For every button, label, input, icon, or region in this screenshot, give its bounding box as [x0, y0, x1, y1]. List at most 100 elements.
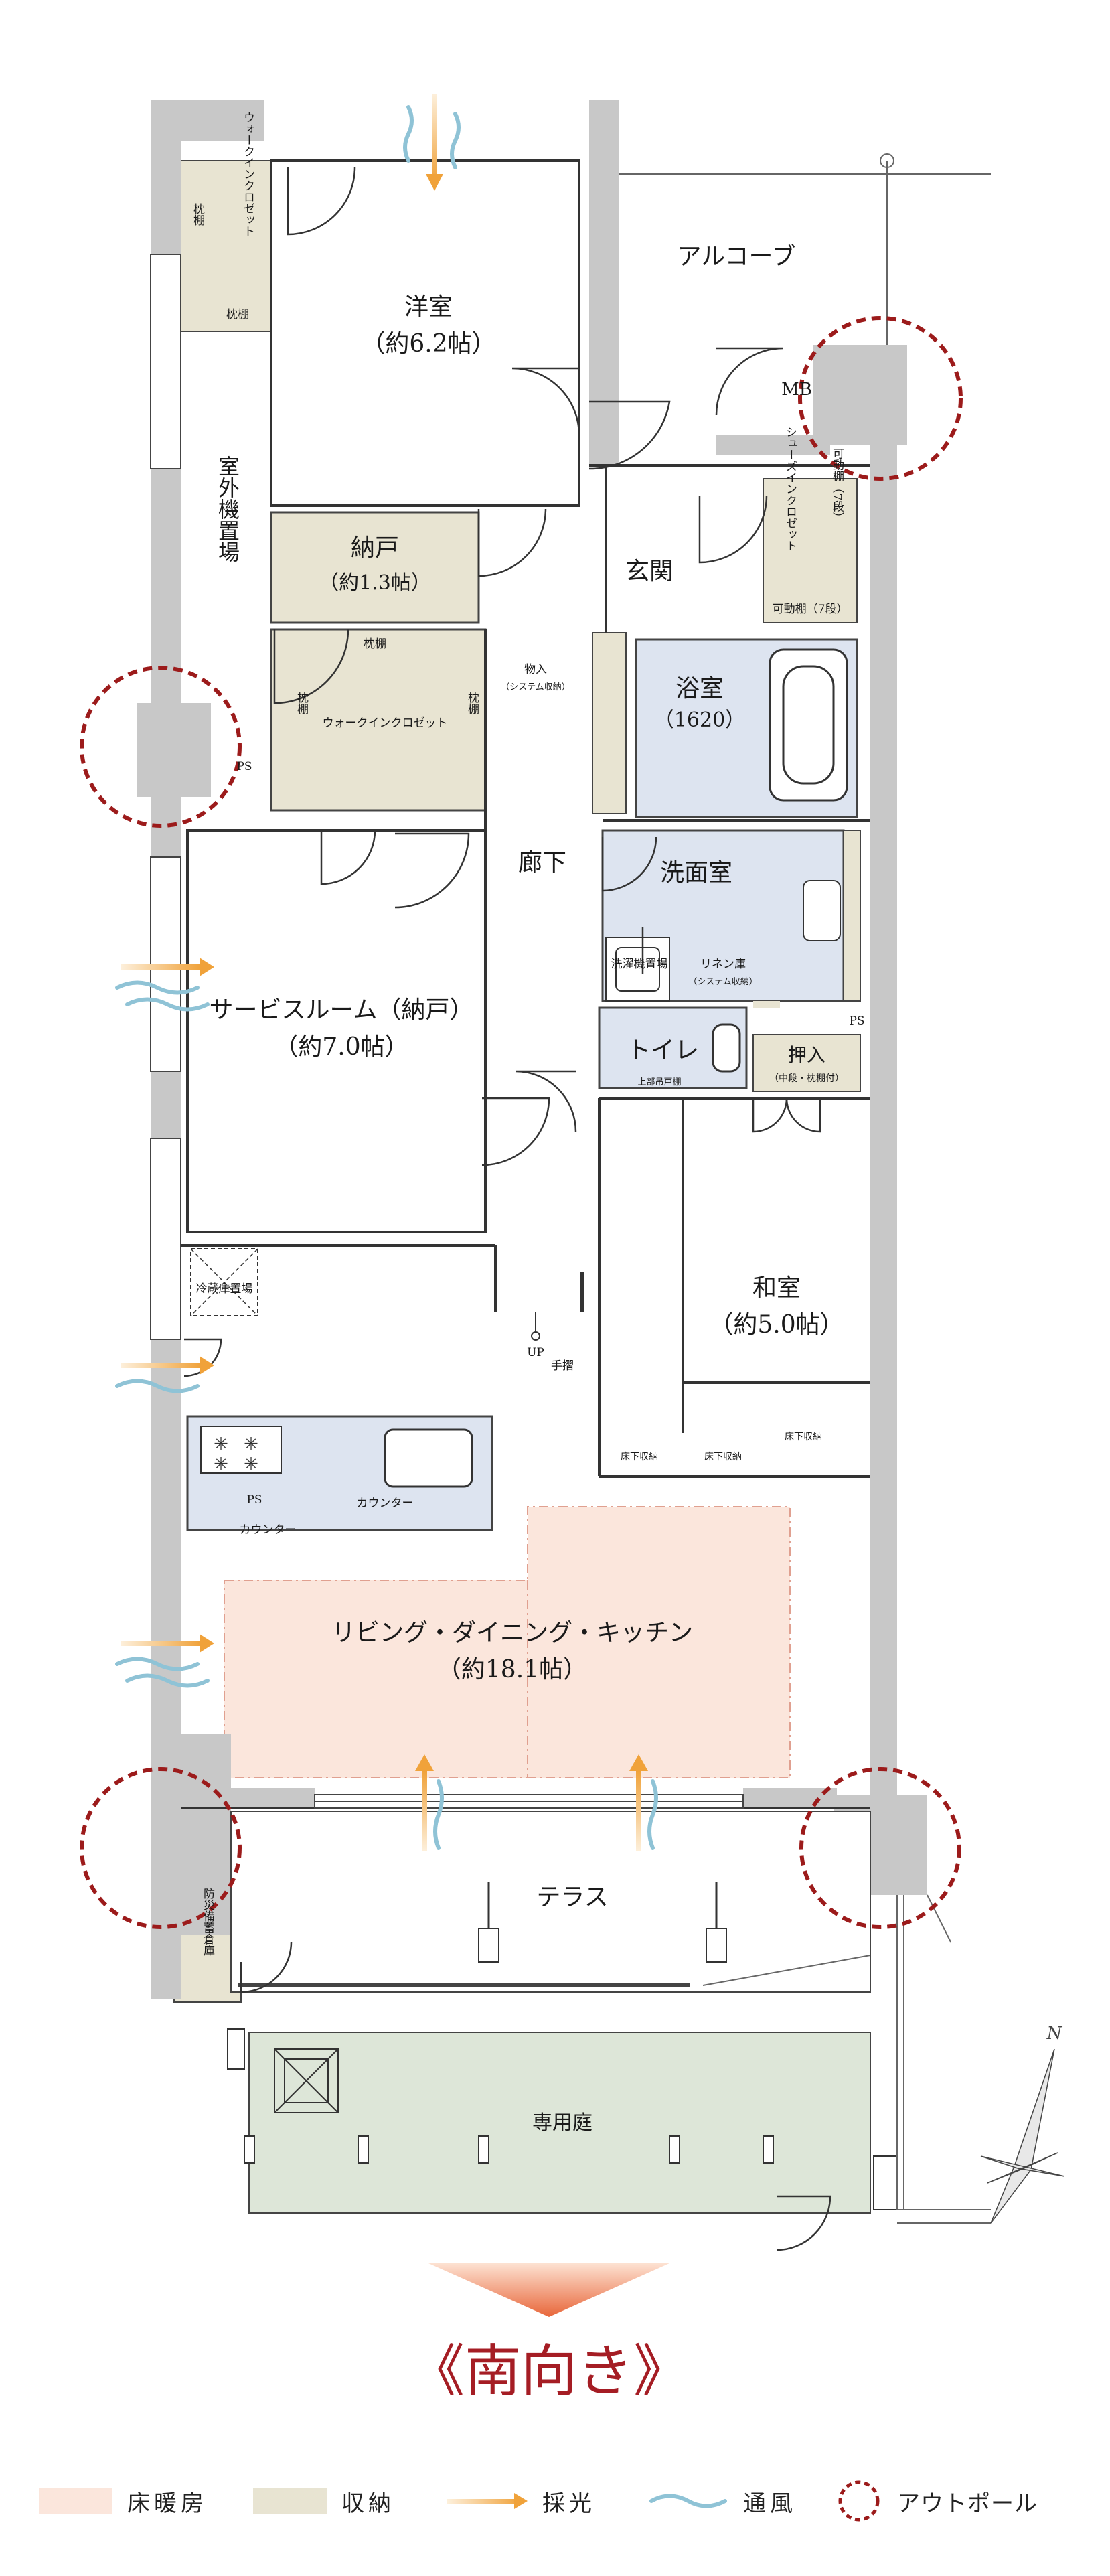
fridge-space	[190, 1248, 258, 1316]
legend-daylight: 採光	[447, 2488, 596, 2517]
label-alcove: アルコーブ	[678, 243, 796, 271]
label-bathroom-size: （1620）	[654, 708, 745, 732]
private-garden-area	[248, 2032, 871, 2214]
label-bathroom: 浴室	[676, 675, 724, 702]
label-shelf: 枕棚	[465, 692, 479, 715]
label-counter2: カウンター	[240, 1523, 297, 1537]
label-western-room: 洋室	[404, 293, 453, 321]
label-up: UP	[527, 1346, 544, 1359]
label-outdoor-unit: 室外機置場	[215, 455, 240, 562]
outpole-marker	[80, 666, 242, 828]
east-wall	[870, 442, 897, 1821]
shoes-closet-area	[763, 478, 858, 623]
stove	[200, 1426, 282, 1474]
label-entrance: 玄関	[625, 558, 673, 585]
label-japanese-room-size: （約5.0帖）	[709, 1311, 844, 1339]
label-linen-system: （システム収納）	[688, 977, 758, 987]
legend: 床暖房 収納 採光 通風 アウトポール	[32, 2474, 1077, 2528]
legend-ventilation-label: 通風	[743, 2490, 797, 2517]
label-washroom: 洗面室	[660, 859, 732, 887]
label-mb: MB	[781, 380, 812, 400]
legend-daylight-label: 採光	[542, 2490, 596, 2517]
legend-floor-heating: 床暖房	[39, 2488, 208, 2517]
legend-ventilation: 通風	[648, 2488, 797, 2517]
label-underfloor3: 床下収納	[785, 1432, 822, 1442]
label-handrail: 手摺	[551, 1359, 574, 1373]
walk-in-closet-mid	[270, 628, 487, 812]
terrace-area	[230, 1811, 871, 1993]
label-underfloor1: 床下収納	[621, 1452, 658, 1462]
label-ldk: リビング・ダイニング・キッチン	[331, 1619, 693, 1647]
western-room-outline	[270, 159, 580, 507]
label-movable-shelf-b: 可動棚（7段）	[773, 603, 848, 616]
label-fridge: 冷蔵庫置場	[196, 1282, 253, 1296]
label-terrace: テラス	[536, 1884, 608, 1911]
outpole-marker	[798, 316, 963, 481]
label-movable-shelf: 可動棚（7段）	[830, 448, 844, 524]
compass-icon	[980, 2048, 1065, 2224]
label-walk-in-closet-top: ウォークインクロゼット	[241, 111, 254, 236]
label-shelf: 枕棚	[295, 692, 309, 715]
label-japanese-room: 和室	[752, 1274, 801, 1302]
label-upper-shelf: 上部吊戸棚	[637, 1077, 681, 1087]
label-storage-system: （システム収納）	[501, 682, 570, 692]
kitchen-sink	[384, 1428, 473, 1488]
label-nando-small-size: （約1.3帖）	[319, 571, 431, 595]
label-shelf: 枕棚	[226, 308, 249, 321]
label-private-garden: 専用庭	[532, 2111, 592, 2135]
label-storage-mono: 物入	[524, 663, 547, 676]
label-service-room-size: （約7.0帖）	[274, 1033, 408, 1061]
storage-mono-area	[592, 632, 627, 814]
outpole-marker	[799, 1767, 961, 1929]
label-ldk-size: （約18.1帖）	[437, 1656, 587, 1683]
label-shelf: 枕棚	[191, 203, 205, 226]
svg-text:✳: ✳	[244, 1434, 258, 1454]
svg-text:✳: ✳	[214, 1454, 228, 1474]
label-underfloor2: 床下収納	[704, 1452, 742, 1462]
washbasin	[803, 880, 841, 941]
outpole-marker	[80, 1767, 242, 1929]
label-linen-closet: リネン庫	[700, 958, 746, 971]
storage-swatch	[253, 2488, 327, 2514]
ventilation-waves	[115, 105, 658, 1850]
label-ps2: PS	[849, 1014, 864, 1028]
label-counter: カウンター	[357, 1497, 414, 1510]
legend-outpole-label: アウトポール	[897, 2490, 1038, 2517]
bathtub	[769, 648, 848, 802]
north-label: N	[1046, 2024, 1063, 2044]
nando-small-area	[270, 511, 480, 624]
label-shoes-in-closet: シューズインクロゼット	[783, 427, 797, 552]
label-toilet: トイレ	[627, 1037, 699, 1064]
orientation-heading: 《南向き》	[408, 2338, 690, 2404]
label-disaster-storage: 防災備蓄倉庫	[201, 1888, 215, 1956]
service-room-outline	[186, 829, 487, 1233]
floor-heating-swatch	[39, 2488, 112, 2514]
svg-text:✳: ✳	[244, 1454, 258, 1474]
ventilation-icon	[649, 2494, 727, 2508]
label-corridor: 廊下	[518, 849, 566, 877]
legend-storage-label: 収納	[341, 2490, 395, 2517]
walk-in-closet-top	[180, 160, 272, 332]
oshiire-area	[752, 1034, 861, 1092]
label-oshiire: 押入	[788, 1044, 825, 1066]
legend-storage: 収納	[253, 2488, 395, 2517]
label-walk-in-closet-mid: ウォークインクロゼット	[323, 716, 448, 730]
label-western-room-size: （約6.2帖）	[361, 330, 495, 358]
south-arrow	[428, 2263, 669, 2317]
label-ps3: PS	[246, 1493, 262, 1507]
outpole-icon	[838, 2480, 880, 2522]
legend-outpole: アウトポール	[836, 2480, 1038, 2522]
svg-text:✳: ✳	[214, 1434, 228, 1454]
legend-floor-heating-label: 床暖房	[127, 2490, 208, 2517]
label-nando-small: 納戸	[351, 534, 399, 562]
linen-area	[753, 1001, 780, 1008]
label-ps: PS	[236, 760, 252, 773]
daylight-arrows	[121, 94, 648, 1851]
toilet-bowl	[712, 1023, 741, 1073]
label-service-room: サービスルーム（納戸）	[210, 996, 474, 1024]
daylight-icon	[447, 2493, 528, 2509]
label-shelf: 枕棚	[364, 637, 386, 651]
label-washer-space: 洗濯機置場	[611, 958, 668, 971]
label-oshiire-note: （中段・枕棚付）	[769, 1073, 844, 1084]
